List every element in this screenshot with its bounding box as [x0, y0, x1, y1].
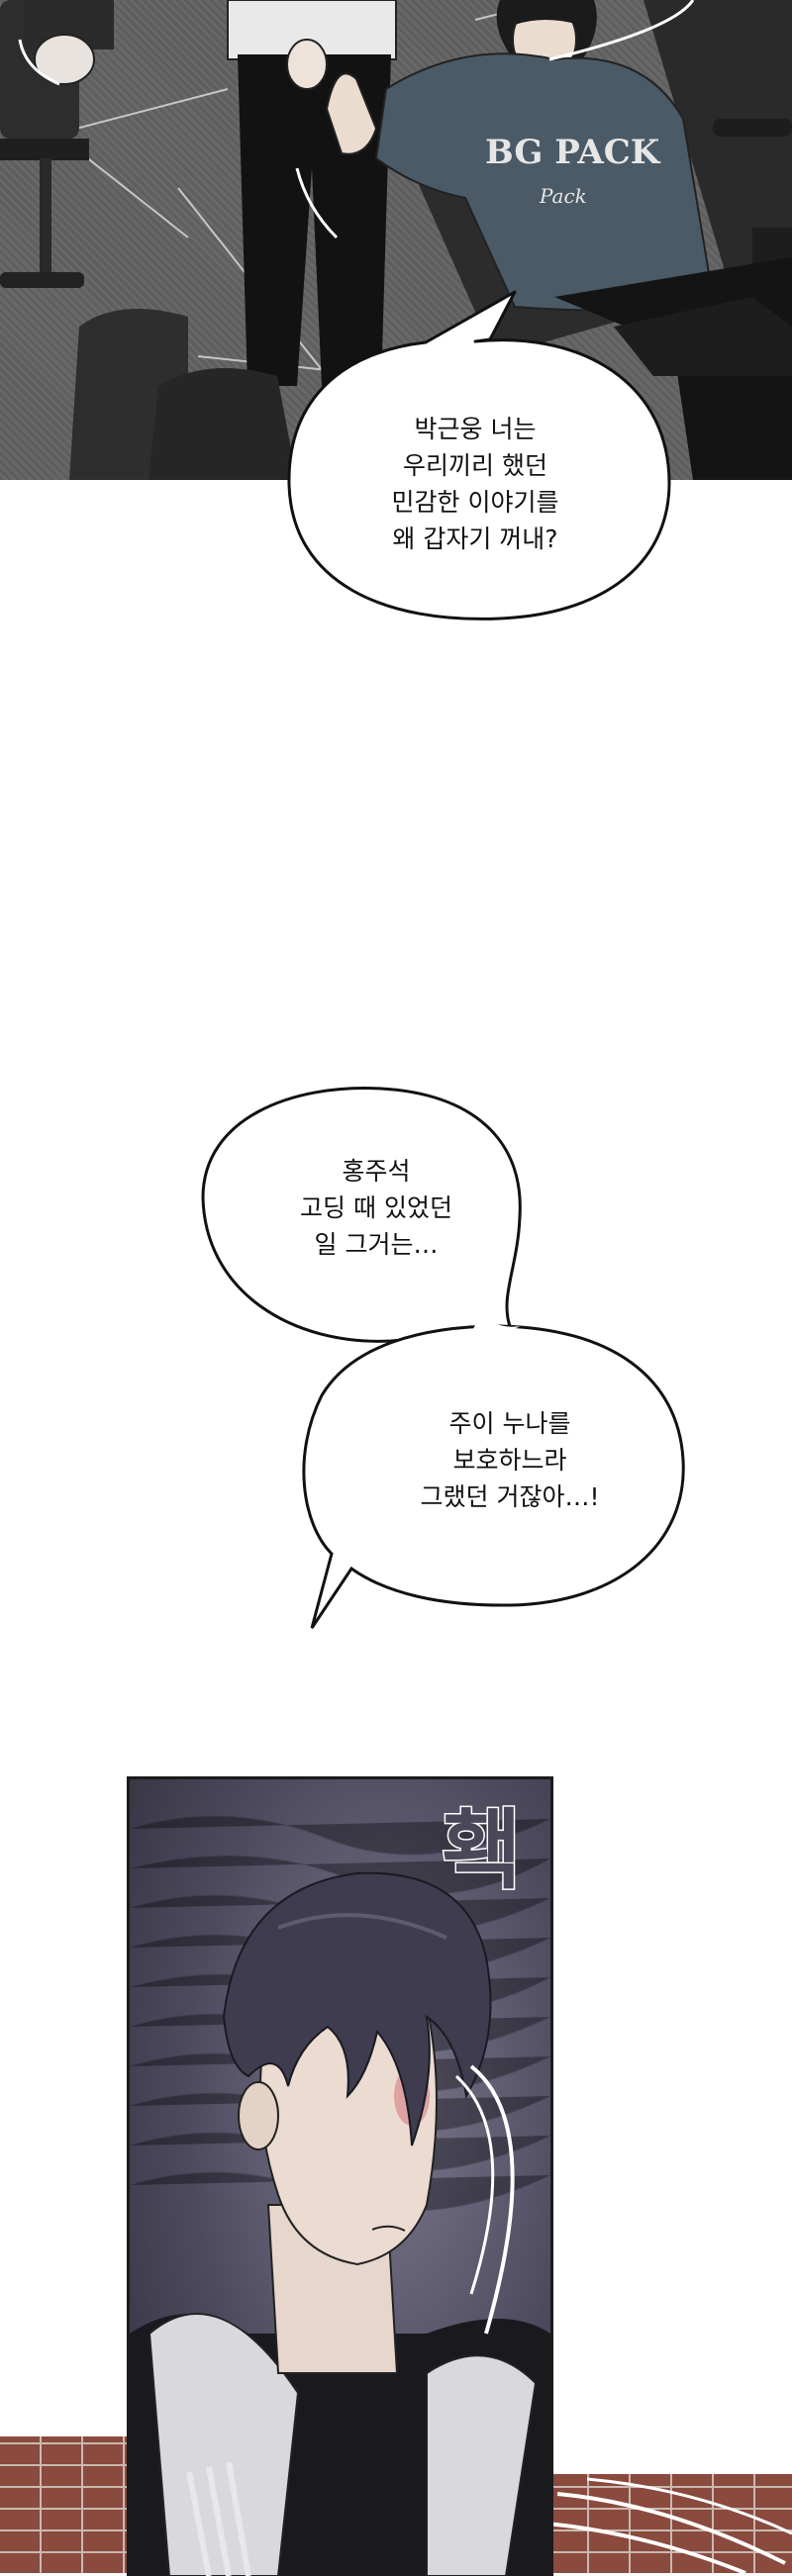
- front-chair: [69, 309, 297, 480]
- speech-bubble-1: [287, 290, 671, 620]
- bubble-1-text: 박근웅 너는 우리끼리 했던 민감한 이야기를 왜 갑자기 꺼내?: [391, 415, 559, 553]
- motion-lines-right: [547, 2477, 792, 2573]
- bubble-3-text: 주이 누나를 보호하느라 그랬던 거잖아…!: [420, 1409, 600, 1511]
- seated-man: BG PACK Pack: [18, 0, 792, 480]
- speech-bubble-2-3: [201, 1087, 685, 1629]
- sfx-text: 홱: [442, 1799, 522, 1901]
- brick-wall-left: [0, 2436, 127, 2573]
- sound-effect: 홱: [434, 1786, 562, 1905]
- bubble-2-text: 홍주석 고딩 때 있었던 일 그거는…: [300, 1157, 452, 1259]
- top-panel: BG PACK Pack: [0, 0, 792, 480]
- gaming-room-illustration: BG PACK Pack: [0, 0, 792, 480]
- shirt-print-sub: Pack: [539, 184, 587, 208]
- hood: [148, 2313, 300, 2576]
- closeup-panel: [127, 1776, 553, 2576]
- closeup-illustration: [130, 1815, 550, 2576]
- sfx-graphic: 홱: [441, 1798, 524, 1903]
- standing-person-left: [25, 0, 114, 85]
- shirt-print-main: BG PACK: [485, 133, 661, 172]
- hair: [222, 1871, 492, 2147]
